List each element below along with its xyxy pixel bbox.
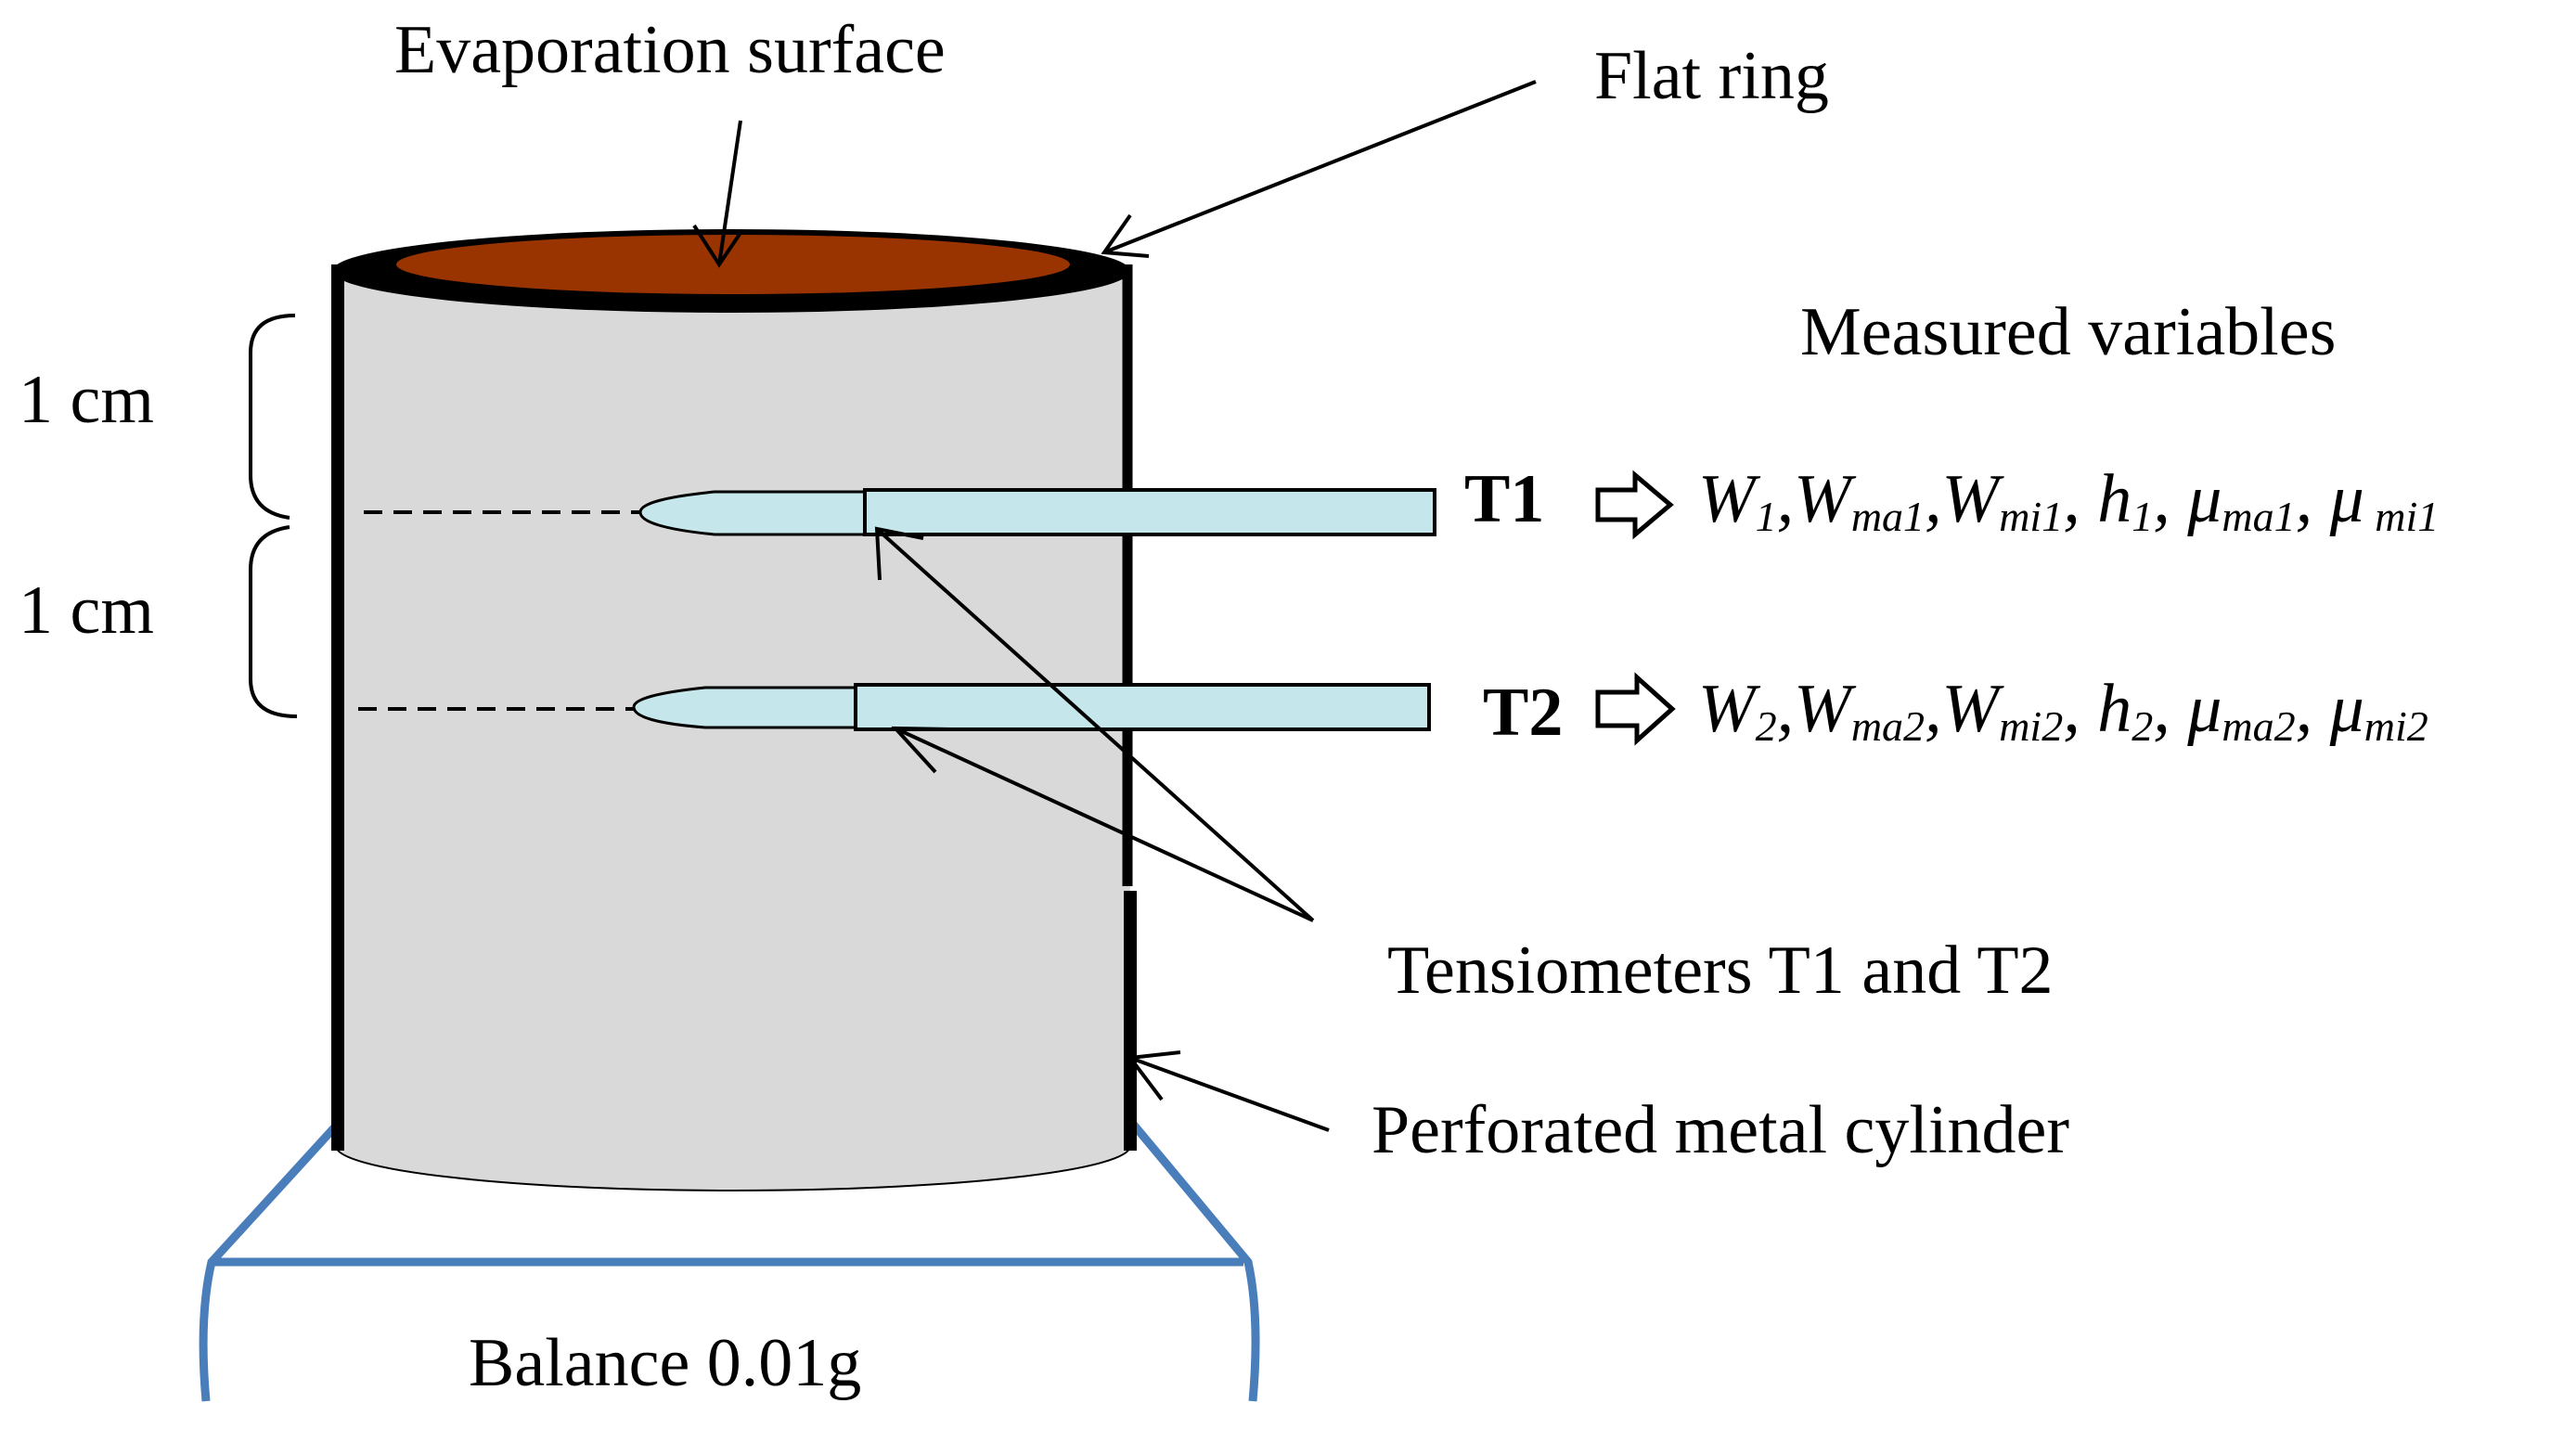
t2-output-arrow: [1595, 672, 1676, 746]
variable-symbol: W: [1942, 671, 2005, 747]
variable-separator: ,: [1777, 671, 1795, 747]
tensiometer-t2: [632, 683, 1431, 731]
variable-symbol: h: [2097, 461, 2132, 537]
depth-brackets: [249, 314, 645, 718]
variable-symbol: W: [1698, 461, 1761, 537]
lower-spacing-label: 1 cm: [19, 573, 154, 649]
variable-subscript: mi1: [2364, 493, 2440, 540]
variable-symbol: h: [2097, 671, 2132, 747]
variable-symbol: μ: [2186, 671, 2222, 747]
variable-subscript: ma1: [1851, 493, 1925, 540]
t2-tube: [854, 683, 1431, 731]
t1-output-arrow: [1595, 470, 1674, 540]
upper-spacing-label: 1 cm: [19, 362, 154, 438]
cylinder-bottom-edge: [335, 1145, 1131, 1191]
variable-separator: ,: [2063, 671, 2097, 747]
variable-separator: ,: [2063, 461, 2097, 537]
tensiometer-t2-arrow: [891, 726, 1314, 922]
t2-porous-cup: [632, 686, 857, 729]
tensiometers-label: Tensiometers T1 and T2: [1387, 933, 2054, 1009]
variable-subscript: ma1: [2222, 493, 2295, 540]
balance: [199, 1119, 1260, 1402]
variable-subscript: 2: [1756, 702, 1777, 750]
tensiometer-t1: [638, 488, 1436, 536]
output-arrows: [1595, 470, 1676, 746]
flat-ring-arrow: [1101, 80, 1537, 258]
evaporation-surface-arrow: [692, 120, 744, 268]
variable-separator: ,: [2153, 461, 2187, 537]
variable-symbol: μ: [2329, 671, 2364, 747]
variable-separator: ,: [2153, 671, 2187, 747]
lower-depth-brace: [249, 525, 298, 718]
measured-variables-heading: Measured variables: [1800, 294, 2336, 370]
variable-subscript: ma2: [1851, 702, 1925, 750]
variable-symbol: μ: [2329, 461, 2364, 537]
evaporation-surface-soil: [396, 235, 1070, 294]
variable-separator: ,: [1925, 461, 1942, 537]
variable-symbol: W: [1698, 671, 1761, 747]
variable-separator: ,: [1925, 671, 1942, 747]
variable-subscript: 2: [2132, 702, 2153, 750]
variable-symbol: W: [1794, 671, 1857, 747]
variable-separator: ,: [2296, 671, 2330, 747]
variable-subscript: 1: [2132, 493, 2153, 540]
variable-subscript: ma2: [2222, 702, 2295, 750]
t1-porous-cup: [638, 490, 867, 536]
variable-subscript: mi1: [1999, 493, 2063, 540]
t2-label: T2: [1483, 675, 1563, 751]
flat-ring-label: Flat ring: [1594, 38, 1829, 114]
t1-measured-variables: W1,Wma1,Wmi1, h1, μma1, μ mi1: [1698, 461, 2439, 540]
t1-label: T1: [1464, 461, 1544, 537]
upper-depth-brace: [249, 314, 296, 520]
evaporation-surface-label: Evaporation surface: [394, 12, 946, 88]
variable-symbol: W: [1794, 461, 1857, 537]
variable-symbol: μ: [2186, 461, 2222, 537]
leader-arrows: [692, 80, 1537, 1132]
balance-label: Balance 0.01g: [469, 1325, 861, 1401]
cylinder-label: Perforated metal cylinder: [1372, 1092, 2069, 1168]
variable-subscript: mi2: [2364, 702, 2428, 750]
variable-subscript: mi2: [1999, 702, 2063, 750]
variable-subscript: 1: [1756, 493, 1777, 540]
variable-separator: ,: [1777, 461, 1795, 537]
t1-tube: [863, 488, 1436, 536]
variable-symbol: W: [1942, 461, 2005, 537]
cylinder-arrow: [1127, 1050, 1330, 1132]
balance-outline: [199, 1119, 1260, 1402]
variable-separator: ,: [2296, 461, 2330, 537]
tensiometer-t1-arrow: [874, 526, 1315, 922]
t2-measured-variables: W2,Wma2,Wmi2, h2, μma2, μmi2: [1698, 671, 2428, 750]
